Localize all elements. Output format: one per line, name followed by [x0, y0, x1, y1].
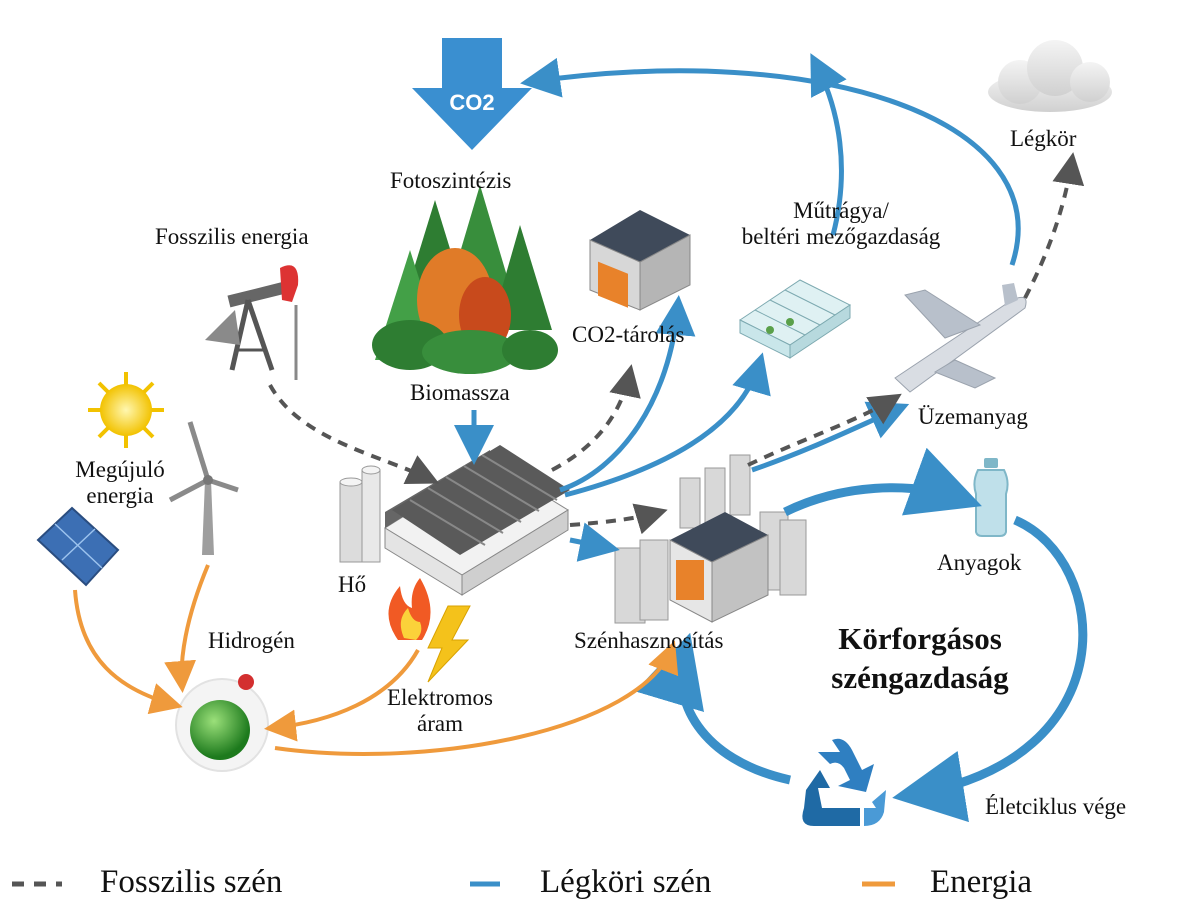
recycle-icon	[802, 738, 886, 826]
legend-atmospheric-label: Légköri szén	[540, 864, 712, 900]
label-mutragya-line2: beltéri mezőgazdaság	[741, 224, 941, 250]
label-korforgasos-line2: széngazdaság	[831, 659, 1009, 695]
label-uzemanyag: Üzemanyag	[918, 404, 1028, 429]
flow-wind-to-hydrogen	[164, 564, 210, 693]
label-elektromos-line1: Elektromos	[386, 685, 494, 710]
label-biomassza: Biomassza	[410, 380, 510, 405]
label-eletciklus: Életciklus vége	[985, 794, 1127, 819]
greenhouse-icon	[739, 279, 851, 359]
bottle-icon	[973, 458, 1009, 537]
oil-pump-icon	[205, 265, 299, 380]
label-legkor: Légkör	[1010, 126, 1077, 151]
flow-eol-to-refinery	[635, 632, 791, 785]
solar-panel-icon	[36, 506, 120, 587]
flow-refinery-to-airplane	[751, 401, 910, 473]
co2-arrow-icon	[412, 38, 532, 150]
silos-icon	[339, 465, 381, 563]
flow-solar-to-hydrogen	[73, 589, 183, 715]
flow-hydrogen-to-refinery	[274, 640, 679, 756]
label-ho: Hő	[338, 572, 367, 597]
legend-fossil-label: Fosszilis szén	[100, 864, 283, 900]
label-co2-tarolas: CO2-tárolás	[572, 322, 685, 347]
label-megujulo: Megújuló energia	[55, 457, 185, 510]
label-megujulo-line1: Megújuló	[75, 457, 165, 482]
label-fosszilis-energia: Fosszilis energia	[155, 224, 309, 249]
legend-energy-label: Energia	[930, 864, 1033, 900]
label-szenhasznositas: Szénhasznosítás	[574, 628, 724, 653]
cloud-icon	[988, 40, 1112, 112]
label-elektromos-line2: áram	[417, 711, 463, 737]
co2-arrow-label: CO2	[449, 90, 494, 115]
storage-building-icon	[589, 210, 691, 311]
flow-factory-to-storage-fossil	[551, 364, 641, 472]
flow-greenhouse-to-atmosphere	[810, 53, 847, 236]
flow-return-to-co2	[520, 57, 1021, 266]
flow-refinery-to-fuel-fossil	[747, 393, 902, 467]
label-hidrogen: Hidrogén	[208, 628, 295, 653]
flow-electric-to-hydrogen	[264, 649, 420, 742]
hydrogen-icon	[175, 674, 269, 772]
label-anyagok: Anyagok	[937, 550, 1022, 575]
label-korforgasos: Körforgásos széngazdaság	[800, 620, 1040, 698]
label-elektromos: Elektromos áram	[380, 685, 500, 738]
flow-factory-to-refinery-fossil	[569, 503, 668, 535]
flow-factory-to-greenhouse	[564, 352, 771, 498]
fossil-flows	[268, 152, 1085, 535]
forest-icon	[372, 185, 558, 374]
refinery-icon	[614, 454, 807, 624]
energy-flows	[73, 564, 679, 756]
lightning-icon	[427, 605, 471, 683]
flow-airplane-to-atmosphere	[1023, 152, 1085, 299]
label-mutragya-line1: Műtrágya/	[793, 198, 889, 223]
flow-factory-to-refinery	[569, 522, 620, 562]
flow-oil-to-factory	[268, 384, 440, 485]
flow-factory-to-storage	[559, 295, 696, 493]
label-fotoszintezis: Fotoszintézis	[390, 168, 512, 193]
wind-turbine-icon	[168, 421, 239, 555]
sun-icon	[88, 372, 164, 448]
label-megujulo-line2: energia	[86, 483, 154, 509]
flame-icon	[388, 578, 431, 640]
label-korforgasos-line1: Körforgásos	[838, 621, 1002, 656]
atmospheric-flows	[454, 53, 1088, 823]
factory-icon	[384, 445, 570, 596]
flow-refinery-to-materials	[783, 447, 982, 517]
airplane-icon	[894, 283, 1027, 393]
label-mutragya: Műtrágya/ beltéri mezőgazdaság	[706, 198, 976, 251]
flow-materials-to-eol	[892, 515, 1088, 823]
